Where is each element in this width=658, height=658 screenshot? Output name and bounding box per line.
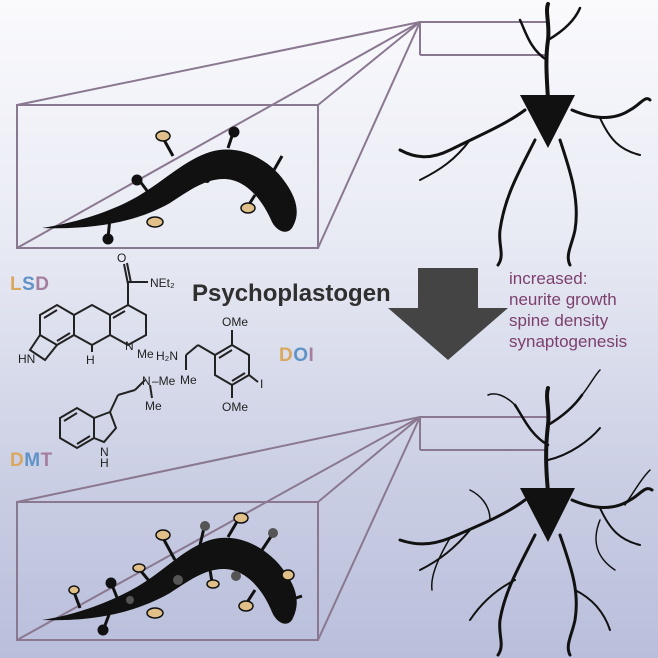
dmt-structure — [59, 379, 153, 450]
bottom-box-top-edge — [16, 416, 548, 503]
top-dendrite — [42, 126, 297, 245]
bottom-neuron — [398, 369, 654, 657]
doi-h2n: H₂N — [156, 349, 178, 363]
dmt-n: N — [142, 374, 151, 388]
top-box-bottom-diag — [317, 21, 421, 249]
dmt-nh: N — [100, 445, 109, 459]
lsd-nh: HN — [18, 352, 35, 366]
bottom-dendrite — [42, 512, 303, 636]
bottom-dendrite-shaft — [42, 537, 297, 624]
lsd-structure — [28, 262, 148, 362]
doi-structure — [185, 330, 259, 398]
outcomes-list: increased: neurite growth spine density … — [509, 268, 627, 352]
top-neuron — [398, 2, 652, 267]
outcome-spine-density: spine density — [509, 311, 609, 330]
doi-ome-bottom: OMe — [222, 400, 248, 414]
top-spine-head — [240, 202, 256, 214]
top-box-inner-edge — [317, 21, 421, 106]
dmt-h: H — [100, 456, 109, 470]
bottom-box-bottom-diag — [317, 416, 421, 641]
lsd-amide: NEt₂ — [150, 276, 175, 290]
lsd-me: Me — [137, 347, 154, 361]
bottom-zoom-box — [16, 416, 548, 641]
top-box-top-edge — [16, 21, 548, 106]
bottom-box-inner-edge — [317, 416, 421, 503]
doi-ome-top: OMe — [222, 315, 248, 329]
lsd-h: H — [86, 353, 95, 367]
outcomes-header: increased: — [509, 269, 588, 288]
outcome-neurite-growth: neurite growth — [509, 290, 617, 309]
drug-label-dmt: DMT — [10, 450, 53, 471]
lsd-n: N — [125, 339, 134, 353]
top-spine-head — [155, 130, 171, 142]
drug-label-lsd: LSD — [10, 274, 50, 295]
lsd-oxygen: O — [117, 251, 126, 265]
top-zoom-box — [16, 21, 548, 249]
top-dendrite-shaft — [42, 149, 297, 232]
dmt-me-bottom: Me — [145, 399, 162, 413]
outcome-synaptogenesis: synaptogenesis — [509, 332, 628, 351]
bottom-neuron-soma — [520, 488, 575, 542]
doi-me: Me — [180, 373, 197, 387]
dmt-me-top: –Me — [152, 374, 176, 388]
drug-label-doi: DOI — [279, 345, 315, 366]
bottom-box-far-diag — [16, 416, 421, 641]
top-neuron-soma — [520, 95, 575, 148]
top-box-far-diag — [16, 21, 421, 249]
top-spine-head — [203, 171, 211, 183]
doi-iodine: I — [260, 377, 263, 391]
down-arrow — [388, 268, 508, 360]
psychoplastogen-title: Psychoplastogen — [192, 280, 391, 307]
top-spine-head — [146, 216, 164, 228]
